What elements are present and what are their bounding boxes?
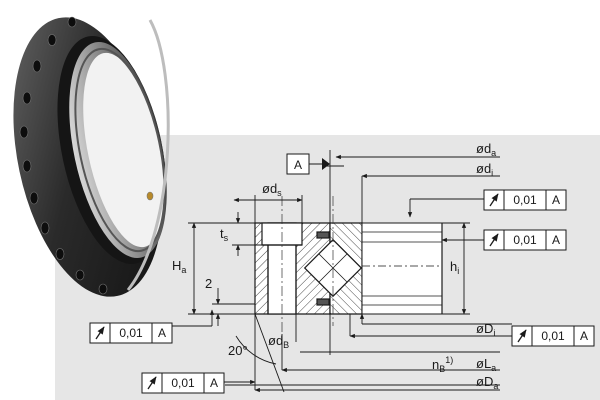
- tolerance-datum: A: [580, 329, 588, 343]
- tolerance-datum: A: [210, 376, 218, 390]
- label-d-a: øda: [476, 141, 496, 158]
- bolt-holes: [19, 16, 154, 295]
- tolerance-frame-mid: 0,01 A: [483, 229, 567, 251]
- label-D-i: øDi: [476, 321, 495, 338]
- runout-icon: [95, 326, 105, 340]
- runout-icon: [147, 376, 157, 390]
- label-d-i: ødi: [476, 161, 493, 178]
- tolerance-datum: A: [552, 233, 560, 247]
- label-two: 2: [205, 276, 212, 291]
- tolerance-frame-right: 0,01 A: [511, 325, 595, 347]
- tolerance-datum: A: [158, 326, 166, 340]
- tolerance-frame-top: 0,01 A: [483, 189, 567, 211]
- tolerance-value: 0,01: [513, 233, 537, 247]
- tolerance-frame-bottom: 0,01 A: [141, 372, 225, 394]
- runout-icon: [489, 193, 499, 207]
- datum-a-label: A: [294, 158, 302, 172]
- label-t-s: ts: [220, 226, 229, 243]
- label-L-a: øLa: [476, 356, 496, 373]
- label-h-i: hi: [450, 259, 459, 276]
- label-d-b: ødB: [268, 333, 289, 350]
- tolerance-datum: A: [552, 193, 560, 207]
- label-d-s: øds: [262, 181, 282, 198]
- bearing-photo: [13, 16, 170, 297]
- datum-a-box: A: [286, 153, 330, 175]
- tolerance-value: 0,01: [513, 193, 537, 207]
- label-n-b: nB1): [432, 355, 453, 374]
- dimension-labels: øda ødi øds ts Ha hi 2 ødB 20° øDi nB1) …: [172, 141, 498, 391]
- tolerance-value: 0,01: [541, 329, 565, 343]
- tolerance-value: 0,01: [171, 376, 195, 390]
- centerlines: [281, 196, 334, 334]
- dimension-lines: [172, 150, 512, 393]
- cross-section: [254, 222, 443, 315]
- label-h-a: Ha: [172, 258, 186, 275]
- label-D-a: øDa: [476, 374, 498, 391]
- label-angle: 20°: [228, 343, 248, 358]
- runout-icon: [517, 329, 527, 343]
- tolerance-value: 0,01: [119, 326, 143, 340]
- runout-icon: [489, 233, 499, 247]
- tolerance-frame-left: 0,01 A: [89, 322, 173, 344]
